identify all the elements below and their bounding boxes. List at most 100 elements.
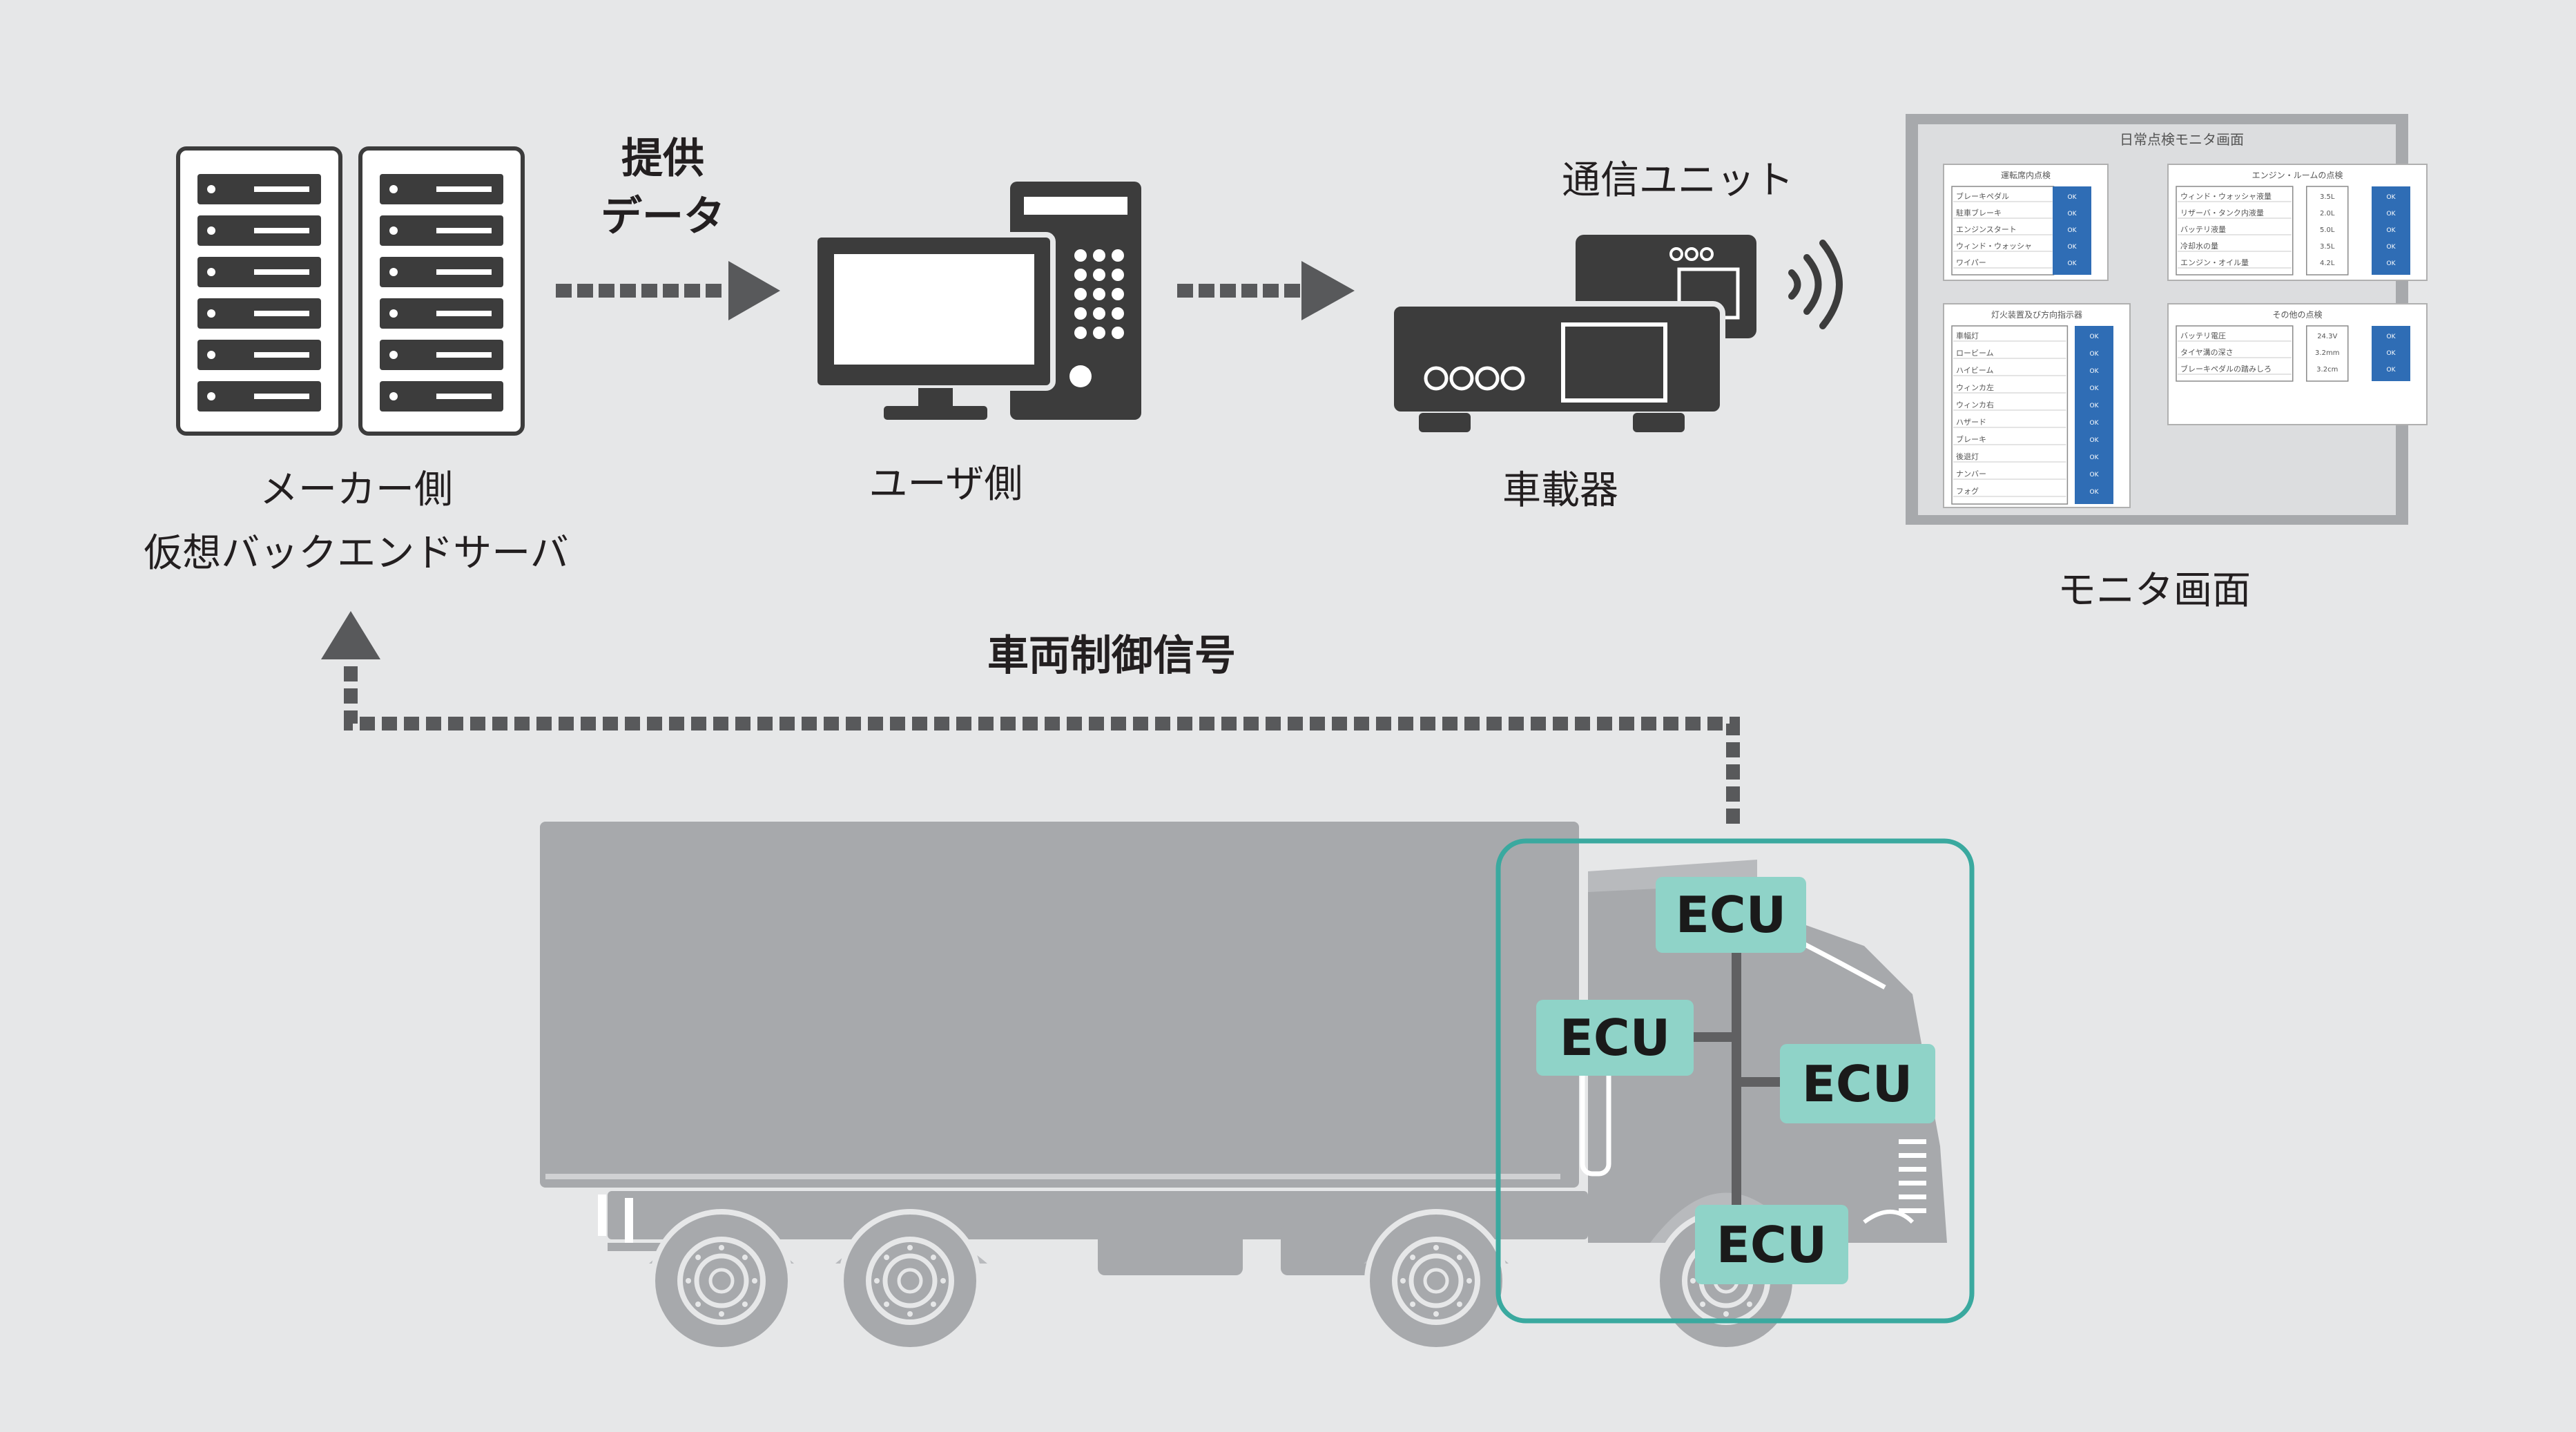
monitor-item: ロービーム [1956,349,1994,358]
monitor-item: ウィンカ左 [1956,383,1994,392]
monitor-status: OK [2090,437,2100,444]
server-label: メーカー側 仮想バックエンドサーバ [110,458,602,586]
monitor-status: OK [2090,472,2100,478]
svg-text:ECU: ECU [1716,1216,1828,1274]
server-label-line1: メーカー側 [260,467,453,512]
svg-text:ECU: ECU [1802,1055,1913,1113]
monitor-value: 24.3V [2317,333,2337,340]
monitor-status: OK [2068,260,2078,267]
right-arrow-icon [1177,261,1355,320]
monitor-value: 5.0L [2320,226,2335,234]
rack-unit [197,174,321,204]
monitor-item: ブレーキペダルの踏みしろ [2180,364,2272,374]
truck-wheels [650,1209,1798,1353]
monitor-title: 日常点検モニタ画面 [2120,131,2244,148]
monitor-panel-title: その他の点検 [2272,310,2322,320]
ecu-right: ECU [1780,1044,1935,1123]
rack-unit [197,215,321,246]
wheel [1364,1209,1508,1353]
monitor-item: ブレーキ [1956,434,1986,444]
monitor-status: OK [2090,333,2100,340]
svg-text:ECU: ECU [1560,1009,1671,1067]
monitor-panel-title: エンジン・ルームの点検 [2252,171,2343,180]
up-arrow-icon [321,611,1740,829]
rack-unit [380,174,503,204]
monitor-status: OK [2387,367,2396,374]
monitor-status: OK [2090,368,2100,375]
monitor-item: 冷却水の量 [2180,242,2218,251]
monitor-value: 4.2L [2320,260,2335,267]
rack-unit [380,340,503,370]
vehicle-control-signal-label: 車両制御信号 [987,632,1236,680]
monitor-item: エンジン・オイル量 [2180,258,2249,267]
provide-data-line1: 提供 [621,135,704,183]
monitor-panel: 運転席内点検ブレーキペダル駐車ブレーキエンジンスタートウィンド・ウォッシャワイパ… [1943,164,2109,281]
desktop-computer-icon [812,182,1141,420]
svg-text:ECU: ECU [1676,886,1787,944]
onboard-device-icon [1388,235,1756,432]
provide-data-label: 提供 データ [552,130,773,246]
rack-unit [380,298,503,329]
monitor-item: ハイビーム [1956,366,1993,375]
monitor-value: 3.5L [2320,193,2335,201]
monitor-status: OK [2387,227,2396,234]
ecu-left: ECU [1536,1000,1694,1076]
user-side-label: ユーザ側 [869,462,1023,507]
comm-unit-label: 通信ユニット [1562,158,1794,203]
monitor-item: ハザード [1956,418,1986,427]
monitor-item: バッテリ電圧 [2180,331,2226,340]
rack-unit [197,257,321,287]
monitor-status: OK [2090,385,2100,392]
monitor-status: OK [2387,194,2396,201]
monitor-item: タイヤ溝の深さ [2180,348,2234,357]
rack-unit [380,257,503,287]
monitor-status: OK [2387,333,2396,340]
provide-data-line2: データ [601,193,725,241]
monitor-status: OK [2090,420,2100,427]
monitor-status: OK [2387,260,2396,267]
monitor-screen-image: 日常点検モニタ画面 運転席内点検ブレーキペダル駐車ブレーキエンジンスタートウィン… [1906,114,2428,525]
monitor-item: ワイパー [1956,258,1986,267]
monitor-panel-title: 運転席内点検 [2001,170,2051,180]
monitor-item: ナンバー [1956,470,1986,478]
wireless-signal-icon [1788,240,1843,329]
monitor-panel: 灯火装置及び方向指示器車幅灯ロービームハイビームウィンカ左ウィンカ右ハザードブレ… [1943,303,2131,508]
ecu-network: ECU ECU ECU ECU [1495,838,1975,1324]
monitor-item: エンジンスタート [1956,225,2017,234]
monitor-item: フォグ [1956,486,1979,496]
monitor-item: ブレーキペダル [1956,191,2009,201]
rack-unit [380,215,503,246]
monitor-status: OK [2090,351,2100,358]
monitor-item: 車幅灯 [1956,331,1979,340]
monitor-item: ウィンド・ウォッシャ液量 [2180,191,2272,201]
monitor-item: ウィンカ右 [1956,400,1994,409]
rack-unit [197,340,321,370]
server-label-line2: 仮想バックエンドサーバ [144,531,569,576]
monitor-item: ウィンド・ウォッシャ [1956,242,2032,251]
monitor-status: OK [2387,350,2396,357]
ecu-bottom: ECU [1695,1205,1848,1284]
right-arrow-icon [556,261,780,320]
monitor-value: 3.2mm [2315,349,2339,357]
monitor-panel-title: 灯火装置及び方向指示器 [1991,309,2082,320]
monitor-item: バッテリ液量 [2180,224,2226,234]
monitor-value: 2.0L [2320,210,2335,217]
rack-unit [197,298,321,329]
monitor-panel: エンジン・ルームの点検ウィンド・ウォッシャ液量リザーバ・タンク内液量バッテリ液量… [2167,164,2428,281]
monitor-status: OK [2068,227,2078,234]
onboard-label: 車載器 [1502,468,1618,513]
monitor-status: OK [2387,211,2396,217]
monitor-status: OK [2068,194,2078,201]
monitor-status: OK [2068,244,2078,251]
monitor-value: 3.2cm [2316,366,2338,374]
monitor-screen-label: モニタ画面 [2057,568,2251,613]
wheel [838,1209,982,1353]
wheel [650,1209,793,1353]
ecu-top: ECU [1656,877,1806,953]
monitor-item: 後退灯 [1956,452,1979,461]
monitor-status: OK [2090,454,2100,461]
monitor-status: OK [2090,403,2100,409]
monitor-item: リザーバ・タンク内液量 [2180,208,2264,217]
